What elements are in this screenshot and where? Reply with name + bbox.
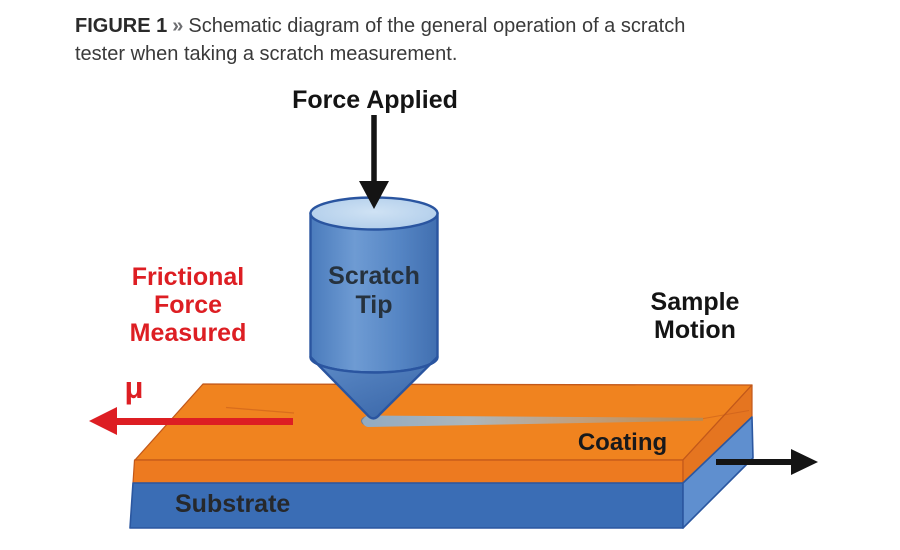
force-applied-label: Force Applied <box>292 86 458 114</box>
substrate-right-face <box>682 416 754 529</box>
scratch-tip-stylus <box>309 196 439 420</box>
frictional-force-arrow-left <box>89 407 293 435</box>
groove-faint-line-right <box>697 409 750 421</box>
force-applied-arrow-down <box>359 115 389 209</box>
frictional-force-label-line3: Measured <box>129 319 247 347</box>
friction-arrow-head <box>89 407 117 435</box>
sample-motion-label-line1: Sample <box>650 288 740 316</box>
caption-line-1: FIGURE 1»Schematic diagram of the genera… <box>75 12 835 40</box>
figure-number-label: FIGURE 1 <box>75 15 168 37</box>
caption-text-line2: tester when taking a scratch measurement… <box>75 43 458 65</box>
caption-line-2: tester when taking a scratch measurement… <box>75 40 835 68</box>
sample-motion-arrow-head <box>791 449 818 475</box>
scratch-tip-label-line2: Tip <box>355 291 393 319</box>
scratch-tip-label: Scratch Tip <box>298 262 450 320</box>
groove-faint-line-left <box>225 406 295 414</box>
scratch-tip-label-line1: Scratch <box>328 262 420 290</box>
double-chevron-icon: » <box>172 15 184 37</box>
stylus-cone <box>309 355 439 420</box>
mu-symbol-label: μ <box>124 370 144 405</box>
coating-label: Coating <box>577 429 668 456</box>
frictional-force-label: Frictional Force Measured <box>88 263 288 347</box>
caption-text-line1: Schematic diagram of the general operati… <box>188 15 686 37</box>
force-arrow-head <box>359 181 389 209</box>
coating-front-face <box>132 459 684 484</box>
substrate-label: Substrate <box>175 490 291 518</box>
frictional-force-label-line2: Force <box>153 291 223 319</box>
sample-motion-label: Sample Motion <box>595 288 795 344</box>
frictional-force-label-line1: Frictional <box>131 263 245 291</box>
sample-motion-label-line2: Motion <box>654 316 736 344</box>
figure-caption: FIGURE 1»Schematic diagram of the genera… <box>75 12 835 68</box>
sample-motion-arrow-right <box>716 449 818 475</box>
groove-wedge <box>362 415 703 427</box>
